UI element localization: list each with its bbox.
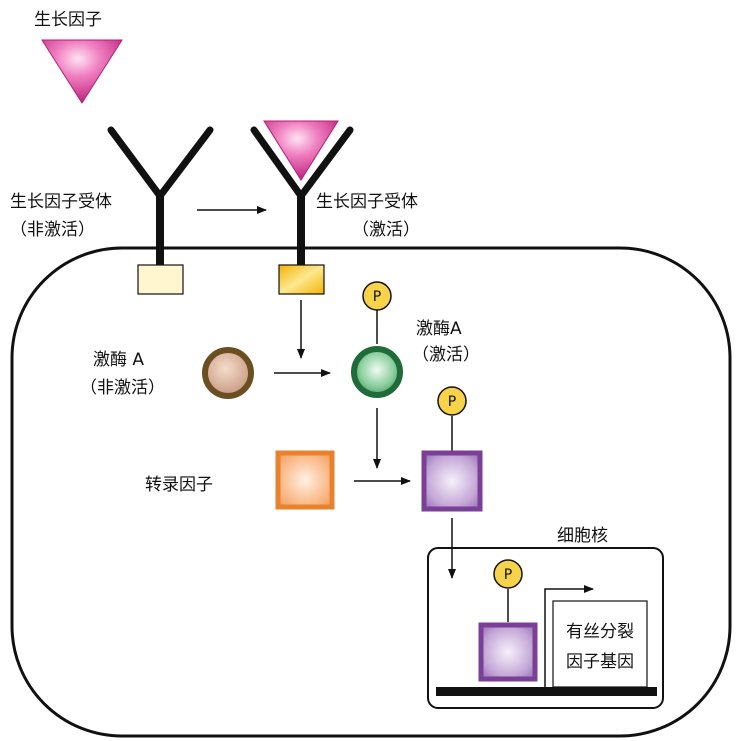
transcription-start-arrow: [544, 585, 594, 687]
kinase-a-active: [351, 346, 403, 398]
cell-membrane: [10, 246, 732, 738]
bound-growth-factor-triangle: [263, 120, 339, 181]
gene-label-line2: 因子基因: [566, 652, 634, 672]
phosphate-label-2: P: [448, 394, 456, 410]
kinase-inactive-state: （非激活）: [80, 378, 165, 398]
kinase-active-state: （激活）: [412, 345, 480, 365]
dna-strand: [436, 687, 657, 696]
dna-bound-transcription-factor: [478, 622, 538, 682]
kinase-inactive-label: 激酶 A: [93, 350, 144, 370]
tf-phosphate-group: P: [437, 386, 467, 416]
receptor-inactive-state: （非激活）: [10, 220, 95, 240]
transcription-factor-inactive: [275, 450, 335, 510]
transcription-factor-label: 转录因子: [145, 475, 213, 495]
phosphate-label: P: [373, 289, 381, 305]
growth-factor-triangle: [41, 39, 123, 104]
kinase-a-inactive: [202, 347, 254, 399]
dna-tf-phosphate-group: P: [493, 559, 523, 589]
kinase-phosphate-group: P: [362, 281, 392, 311]
growth-factor-label: 生长因子: [34, 10, 102, 30]
receptor-inactive: [107, 126, 214, 295]
receptor-active-label: 生长因子受体: [316, 192, 418, 212]
nucleus-label: 细胞核: [557, 526, 608, 546]
mitogen-gene-box: [552, 600, 648, 688]
phosphate-label-3: P: [504, 567, 512, 583]
receptor-inactive-domain: [137, 264, 184, 295]
kinase-active-label: 激酶A: [416, 319, 462, 339]
nucleus-envelope: [427, 547, 664, 709]
receptor-inactive-label: 生长因子受体: [10, 192, 112, 212]
receptor-active: [250, 126, 354, 295]
gene-label-line1: 有丝分裂: [566, 622, 634, 642]
receptor-active-domain: [278, 264, 325, 295]
receptor-active-state: （激活）: [352, 220, 420, 240]
transcription-factor-active: [421, 450, 483, 512]
